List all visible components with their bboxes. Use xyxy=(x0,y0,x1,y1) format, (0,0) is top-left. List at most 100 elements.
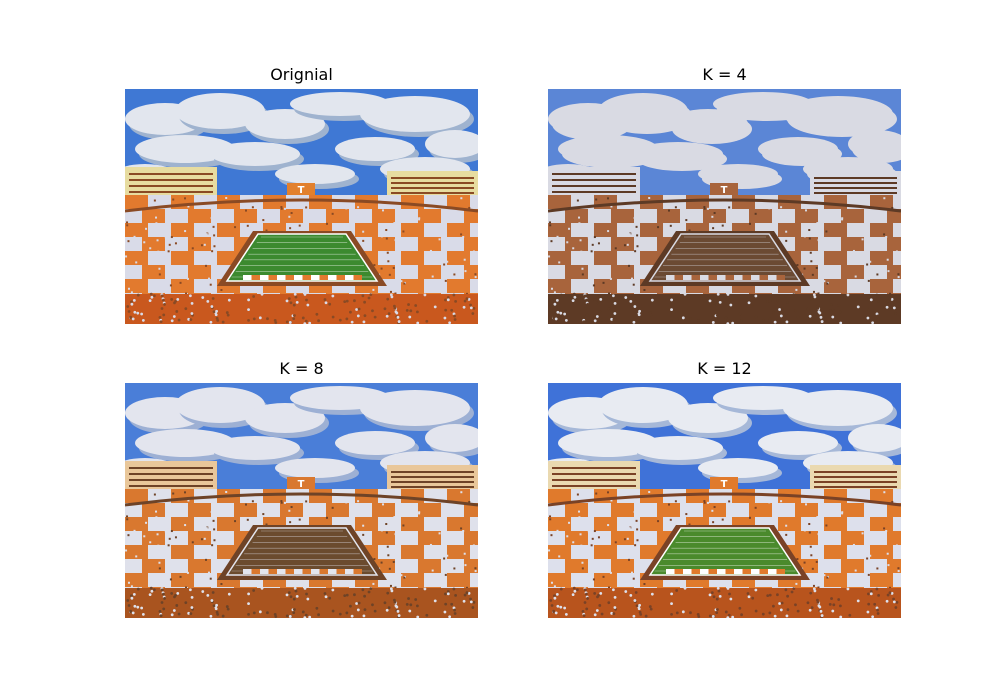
crowd-speck xyxy=(394,586,397,589)
crowd-head xyxy=(357,307,361,311)
crowd-speck xyxy=(210,510,213,513)
crowd-speck xyxy=(472,522,475,525)
crowd-head xyxy=(716,292,720,296)
crowd-speck xyxy=(582,284,585,287)
crowd-speck xyxy=(156,259,159,262)
panel-title: K = 8 xyxy=(279,359,324,378)
crowd-head xyxy=(624,296,628,299)
crowd-head xyxy=(367,590,371,594)
crowd-speck xyxy=(785,230,788,233)
crowd-head xyxy=(597,299,600,303)
stand-section xyxy=(125,545,148,559)
crowd-speck xyxy=(636,234,639,237)
crowd-speck xyxy=(864,522,867,525)
crowd-head xyxy=(581,315,585,319)
crowd-head xyxy=(595,315,599,318)
crowd-head xyxy=(613,302,617,305)
crowd-head xyxy=(809,591,813,595)
crowd-head xyxy=(148,299,152,303)
crowd-head xyxy=(247,592,251,596)
stand-section xyxy=(686,489,709,503)
crowd-speck xyxy=(209,577,212,580)
crowd-speck xyxy=(392,266,395,269)
stand-section xyxy=(418,531,441,545)
crowd-speck xyxy=(638,564,641,567)
crowd-head xyxy=(599,297,603,301)
crowd-speck xyxy=(593,530,596,533)
stand-section xyxy=(401,489,424,503)
crowd-speck xyxy=(149,247,152,250)
crowd-head xyxy=(888,297,892,301)
crowd-head xyxy=(846,293,850,297)
crowd-speck xyxy=(872,511,875,514)
crowd-head xyxy=(353,593,356,597)
crowd-head xyxy=(273,319,277,322)
crowd-speck xyxy=(632,577,635,580)
crowd-head xyxy=(187,317,191,321)
crowd-head xyxy=(211,297,215,300)
stand-section xyxy=(418,559,441,573)
crowd-speck xyxy=(579,527,582,530)
crowd-head xyxy=(808,608,812,612)
scoreboard-logo: T xyxy=(298,479,305,490)
crowd-speck xyxy=(158,561,161,564)
crowd-head xyxy=(632,614,636,618)
crowd-speck xyxy=(127,534,130,537)
crowd-speck xyxy=(164,530,167,533)
crowd-head xyxy=(715,597,719,601)
crowd-speck xyxy=(825,230,828,233)
panel-k12: K = 12 T xyxy=(548,359,901,618)
cloud xyxy=(783,390,893,426)
crowd-head xyxy=(295,594,299,598)
stand-section xyxy=(870,251,893,265)
endzone-check xyxy=(700,275,709,280)
crowd-head xyxy=(575,294,579,298)
stand-section xyxy=(447,517,470,531)
crowd-speck xyxy=(184,197,187,200)
endzone-check xyxy=(285,275,294,280)
crowd-speck xyxy=(815,499,818,502)
crowd-head xyxy=(293,292,297,296)
building-stripe xyxy=(391,187,474,189)
crowd-speck xyxy=(289,521,292,524)
crowd-speck xyxy=(607,230,610,233)
crowd-speck xyxy=(453,273,456,276)
crowd-speck xyxy=(200,538,203,541)
crowd-speck xyxy=(385,237,388,240)
crowd-head xyxy=(469,306,473,310)
crowd-speck xyxy=(465,586,468,589)
crowd-speck xyxy=(591,505,594,508)
stand-section xyxy=(887,559,901,573)
crowd-head xyxy=(613,606,617,609)
crowd-head xyxy=(839,615,843,618)
endzone-check xyxy=(319,275,328,280)
stand-section xyxy=(418,265,441,279)
crowd-speck xyxy=(829,531,832,534)
crowd-speck xyxy=(222,533,225,536)
panel-k8: K = 8 T xyxy=(125,359,478,618)
crowd-speck xyxy=(706,207,709,210)
crowd-head xyxy=(397,320,401,323)
crowd-head xyxy=(221,320,225,324)
crowd-speck xyxy=(630,277,633,280)
cloud xyxy=(360,96,470,132)
crowd-head xyxy=(820,614,824,617)
crowd-speck xyxy=(634,505,637,508)
crowd-head xyxy=(152,294,156,298)
stand-section xyxy=(188,531,211,545)
crowd-head xyxy=(873,308,877,312)
crowd-speck xyxy=(572,247,575,250)
crowd-speck xyxy=(868,268,871,271)
cloud xyxy=(758,137,838,161)
crowd-head xyxy=(345,593,349,597)
crowd-head xyxy=(873,602,877,606)
crowd-head xyxy=(754,588,758,592)
endzone-check xyxy=(674,569,683,574)
crowd-speck xyxy=(203,243,206,246)
crowd-speck xyxy=(297,498,300,501)
crowd-speck xyxy=(185,586,188,589)
endzone-check xyxy=(683,275,692,280)
crowd-head xyxy=(433,599,437,603)
crowd-speck xyxy=(809,545,812,548)
crowd-head xyxy=(260,586,264,590)
